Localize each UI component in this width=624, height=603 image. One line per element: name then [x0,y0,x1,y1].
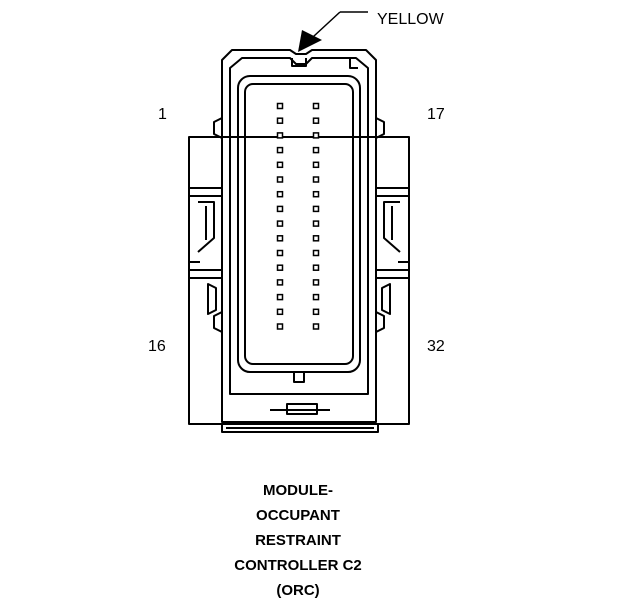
pin-cavity-26 [312,235,320,242]
pin-cavity-30 [312,293,320,301]
pin-cavity-28 [312,264,320,271]
pin-cavity-31 [312,308,320,316]
caption-line-4: CONTROLLER C2 [234,557,362,574]
pin-cavity-4 [276,146,284,154]
pin-cavity [244,83,354,365]
pin-cavity-23 [312,190,320,198]
pin-cavity-27 [312,249,320,257]
caption-line-3: RESTRAINT [255,532,341,549]
pin-cavity-11 [276,249,284,257]
pin-cavity-19 [312,132,320,139]
caption-line-5: (ORC) [276,582,320,599]
pin-cavity-2 [276,117,284,124]
pin-cavity-18 [312,117,320,124]
pin-cavity-32 [312,323,320,330]
arrow-head-icon [298,30,322,52]
pin-cavity-22 [312,176,320,183]
pin-cavity-24 [312,205,320,213]
pin-cavity-14 [276,293,284,301]
pin-cavity-20 [312,146,320,154]
pin-cavity-7 [276,190,284,198]
pin-cavity-10 [276,235,284,242]
pin-cavity-12 [276,264,284,271]
pin-label-16: 16 [148,338,166,355]
pin-label-1: 1 [158,106,167,123]
caption-line-1: MODULE- [263,482,333,499]
connector-body [188,49,410,433]
pin-label-17: 17 [427,106,445,123]
pin-cavity-8 [276,205,284,213]
pin-cavity-17 [312,102,320,110]
bottom-rail [221,423,379,433]
pin-cavity-29 [312,279,320,286]
pin-cavity-5 [276,161,284,169]
pin-cavity-6 [276,176,284,183]
pin-label-32: 32 [427,338,445,355]
housing-outline [221,49,377,423]
pin-cavity-3 [276,132,284,139]
pin-cavity-25 [312,220,320,227]
yellow-wire-pointer [298,11,368,52]
wire-color-label: YELLOW [377,11,445,28]
pin-cavity-1 [276,102,284,110]
pin-cavity-21 [312,161,320,169]
pin-cavity-9 [276,220,284,227]
pin-cavity-13 [276,279,284,286]
pin-cavity-16 [276,323,284,330]
connector-caption: MODULE- OCCUPANT RESTRAINT CONTROLLER C2… [0,478,596,603]
pin-cavity-15 [276,308,284,316]
pin-grid [276,102,320,330]
caption-line-2: OCCUPANT [256,507,340,524]
